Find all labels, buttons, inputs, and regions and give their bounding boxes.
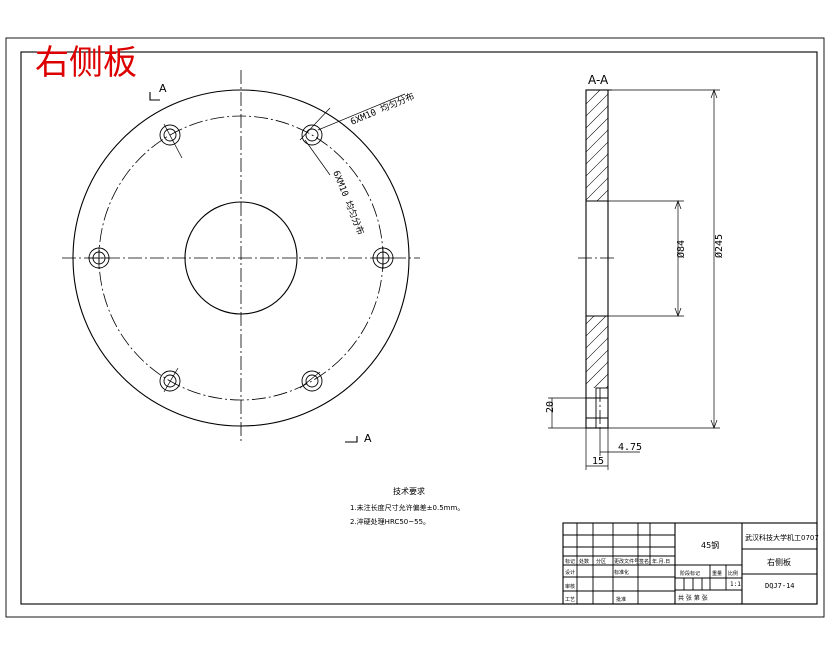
- section-title: A-A: [588, 73, 609, 87]
- tb-scale: 1:1: [730, 581, 741, 588]
- front-view: A A: [62, 70, 420, 445]
- callout-top-right: 6XM10 均匀分布: [348, 90, 416, 128]
- dim-height-20: 20: [545, 401, 556, 413]
- title-block: [562, 522, 818, 605]
- tb-craft: 工艺: [565, 597, 575, 603]
- tb-checker: 审核: [565, 583, 575, 590]
- bolt-hole: [159, 367, 181, 393]
- inner-frame: [20, 51, 818, 605]
- tb-standard: 标准化: [614, 569, 629, 576]
- hatch-bottom: [586, 316, 608, 388]
- red-title: 右侧板: [35, 43, 137, 83]
- bolt-hole: [372, 247, 394, 269]
- bolt-hole: [159, 123, 183, 159]
- tb-count: 处数: [579, 558, 589, 565]
- section-label-top: A: [159, 82, 167, 95]
- tech-req-heading: 技术要求: [393, 486, 425, 496]
- tb-ratio: 比例: [728, 570, 738, 577]
- tb-material: 45钢: [701, 540, 719, 550]
- tb-approve: 批准: [616, 596, 626, 603]
- tb-sheet: 共 张 第 张: [678, 594, 708, 602]
- tb-stage-mark: 阶段标记: [680, 570, 700, 577]
- section-arrow-top: [149, 92, 160, 101]
- tb-weight: 重量: [712, 570, 722, 577]
- tech-req-line2: 2.淬硬处理HRC50~55。: [350, 517, 430, 526]
- tb-drawing-no: DQJ7-14: [765, 582, 795, 590]
- callout-middle: 6XM10 均匀分布: [330, 169, 367, 237]
- dim-inner-dia: Ø84: [675, 240, 687, 258]
- callout-leader: [304, 139, 331, 176]
- hatch-top: [586, 90, 608, 201]
- dim-outer-dia: Ø245: [713, 234, 725, 258]
- bolt-hole: [299, 107, 331, 146]
- bolt-hole: [88, 247, 110, 269]
- tech-req-line1: 1.未注长度尺寸允许偏差±0.5mm。: [350, 503, 464, 512]
- tb-docno: 更改文件号: [614, 558, 639, 565]
- tb-sign: 签名: [639, 558, 649, 565]
- tb-part-name: 右侧板: [767, 557, 791, 567]
- bolt-hole: [299, 370, 323, 392]
- dim-thickness: 15: [592, 456, 604, 467]
- dim-offset: 4.75: [618, 442, 642, 453]
- section-arrow-bottom: [345, 436, 358, 443]
- tb-designer: 设计: [565, 569, 575, 576]
- tb-school: 武汉科技大学机工0707: [745, 533, 819, 542]
- section-label-bottom: A: [364, 432, 372, 445]
- tb-mark: 标记: [565, 558, 575, 565]
- tb-zone: 分区: [596, 558, 606, 565]
- callout-leader: [317, 93, 406, 131]
- tb-date: 年.月.日: [652, 558, 670, 565]
- outer-frame: [5, 37, 825, 618]
- section-view: A-A: [548, 73, 720, 470]
